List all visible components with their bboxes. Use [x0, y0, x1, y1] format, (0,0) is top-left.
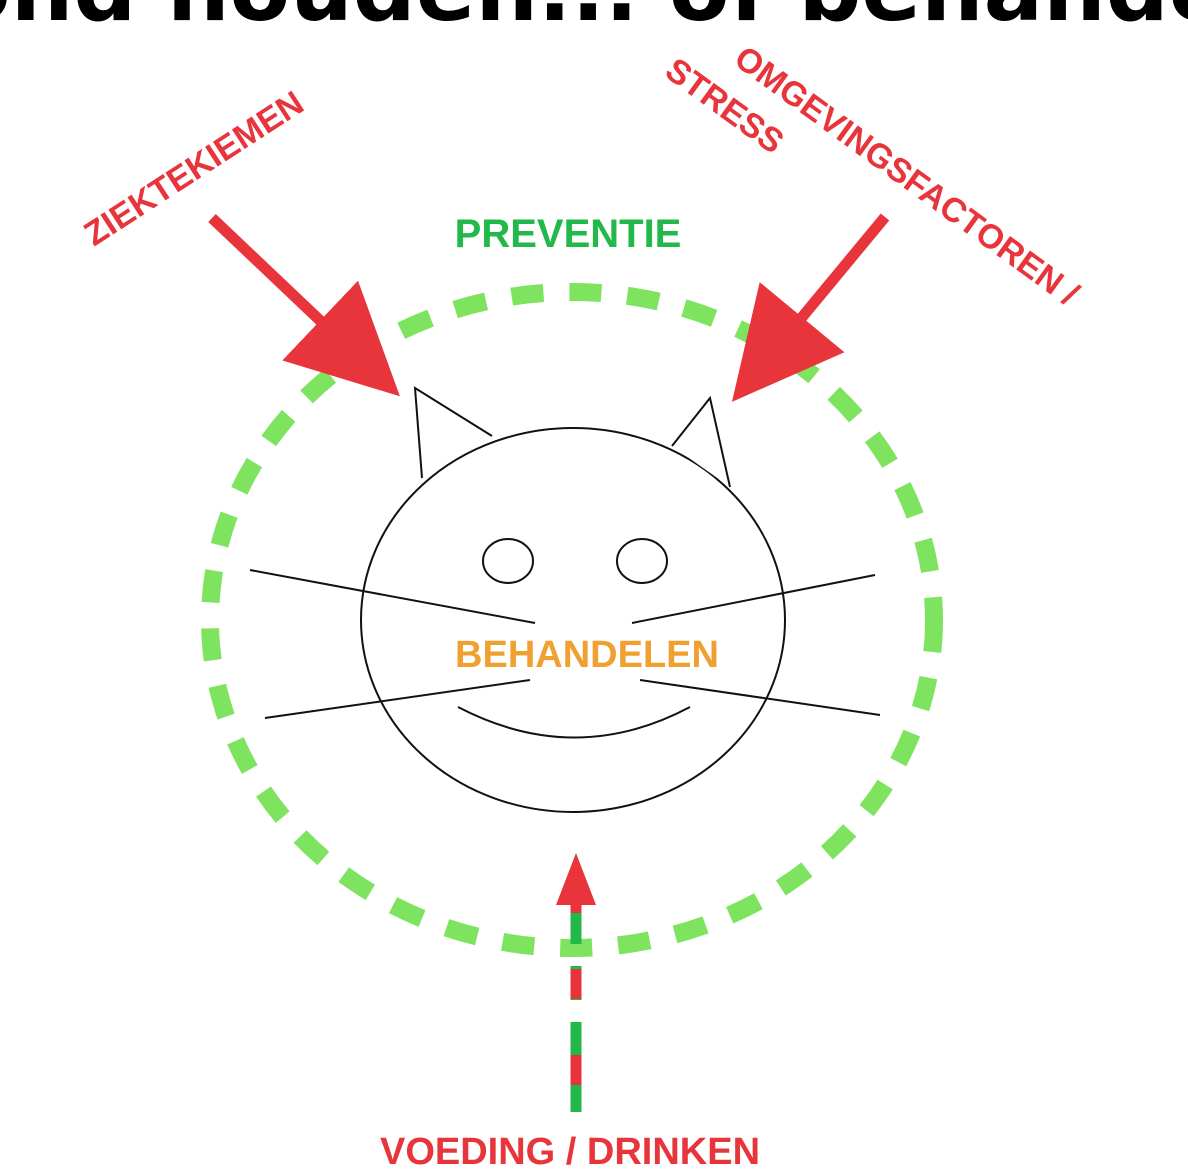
whisker-right-top	[631, 574, 876, 624]
label-voeding: VOEDING /	[380, 1131, 587, 1173]
label-voeding-drinken: VOEDING / DRINKEN	[380, 1131, 760, 1173]
right-eye	[616, 538, 668, 584]
mouth	[457, 706, 691, 739]
page-title: Gezond houden... of behandelen	[0, 0, 1188, 41]
label-preventie: PREVENTIE	[455, 212, 682, 256]
arrow-ziektekiemen	[208, 214, 400, 397]
whisker-left-bottom	[264, 679, 531, 719]
cat-face-icon	[249, 386, 881, 813]
left-eye	[482, 538, 534, 584]
label-drinken: DRINKEN	[587, 1131, 760, 1173]
whisker-left-top	[249, 569, 536, 624]
label-ziektekiemen: ZIEKTEKIEMEN	[78, 84, 311, 254]
label-omgevingsfactoren: OMGEVINGSFACTOREN /	[727, 39, 1086, 314]
left-ear	[413, 386, 493, 479]
arrow-voeding	[556, 853, 596, 1112]
whisker-right-bottom	[639, 679, 881, 716]
label-behandelen: BEHANDELEN	[455, 634, 719, 676]
prevention-circle	[201, 283, 943, 957]
arrow-omgevingsfactoren	[731, 213, 890, 402]
right-ear	[671, 395, 731, 488]
